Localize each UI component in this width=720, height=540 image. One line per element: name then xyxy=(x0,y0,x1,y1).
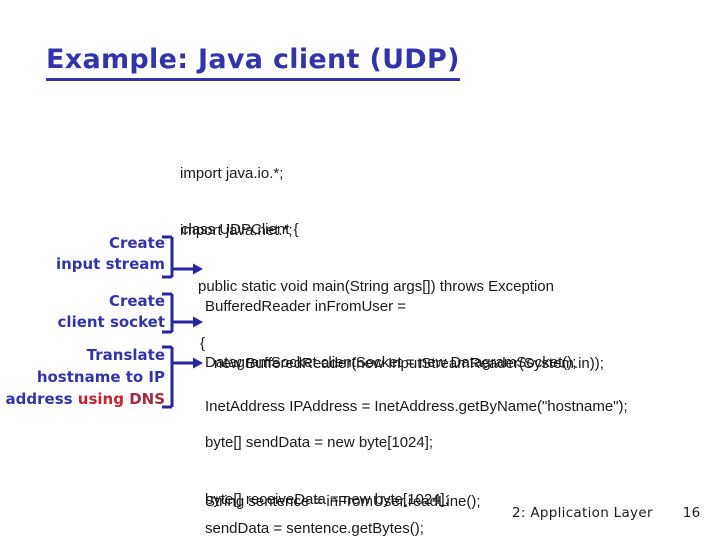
code-line: byte[] receiveData = new byte[1024]; xyxy=(205,491,449,508)
code-line: DatagramSocket clientSocket = new Datagr… xyxy=(205,354,577,371)
slide-footer: 2: Application Layer 16 xyxy=(512,505,701,521)
code-line: public static void main(String args[]) t… xyxy=(198,278,554,295)
code-imports: import java.io.*; import java.net.*; xyxy=(180,126,293,278)
code-line: class UDPClient { xyxy=(181,221,299,238)
code-get-bytes: sendData = sentence.getBytes(); xyxy=(205,481,424,540)
annotation-create-input-stream: Create input stream xyxy=(5,233,165,275)
code-inet-address: InetAddress IPAddress = InetAddress.getB… xyxy=(205,359,628,454)
footer-section-label: 2: Application Layer xyxy=(512,505,653,521)
annotation-line: input stream xyxy=(55,255,165,273)
code-line: String sentence = inFromUser.readLine(); xyxy=(205,493,481,510)
code-datagram-socket: DatagramSocket clientSocket = new Datagr… xyxy=(205,315,576,410)
annotation-line: hostname to IP xyxy=(36,368,165,386)
annotation-line: address using DNS xyxy=(5,388,165,410)
code-line: import java.net.*; xyxy=(180,222,293,239)
bracket-arrow-icon xyxy=(162,235,203,279)
code-byte-arrays: byte[] sendData = new byte[1024]; byte[]… xyxy=(205,395,449,540)
annotation-text-dns: DNS xyxy=(129,390,165,408)
annotation-line: Translate xyxy=(86,346,165,364)
footer-page-number: 16 xyxy=(682,505,701,521)
code-read-sentence: String sentence = inFromUser.readLine(); xyxy=(205,454,481,540)
annotation-line: Create xyxy=(108,234,165,252)
code-class-header: class UDPClient { public static void mai… xyxy=(181,182,554,391)
annotation-create-client-socket: Create client socket xyxy=(5,291,165,333)
code-line: import java.io.*; xyxy=(180,165,284,182)
code-line: InetAddress IPAddress = InetAddress.getB… xyxy=(205,398,628,415)
code-buffered-reader: BufferedReader inFromUser = new Buffered… xyxy=(205,259,604,411)
annotation-line: client socket xyxy=(57,313,165,331)
code-line: sendData = sentence.getBytes(); xyxy=(205,520,424,537)
slide-title: Example: Java client (UDP) xyxy=(46,44,460,81)
bracket-arrow-icon xyxy=(162,345,203,409)
bracket-arrow-icon xyxy=(162,292,203,334)
annotation-text-blue: address xyxy=(5,390,78,408)
annotation-translate-hostname: Translate hostname to IP address using D… xyxy=(5,344,165,410)
annotation-text-red: using xyxy=(77,390,130,408)
code-line: new BufferedReader(new InputStreamReader… xyxy=(214,355,604,372)
code-line: { xyxy=(200,335,206,352)
annotation-line: Create xyxy=(108,292,165,310)
code-line: byte[] sendData = new byte[1024]; xyxy=(205,434,434,451)
code-line: BufferedReader inFromUser = xyxy=(205,298,407,315)
